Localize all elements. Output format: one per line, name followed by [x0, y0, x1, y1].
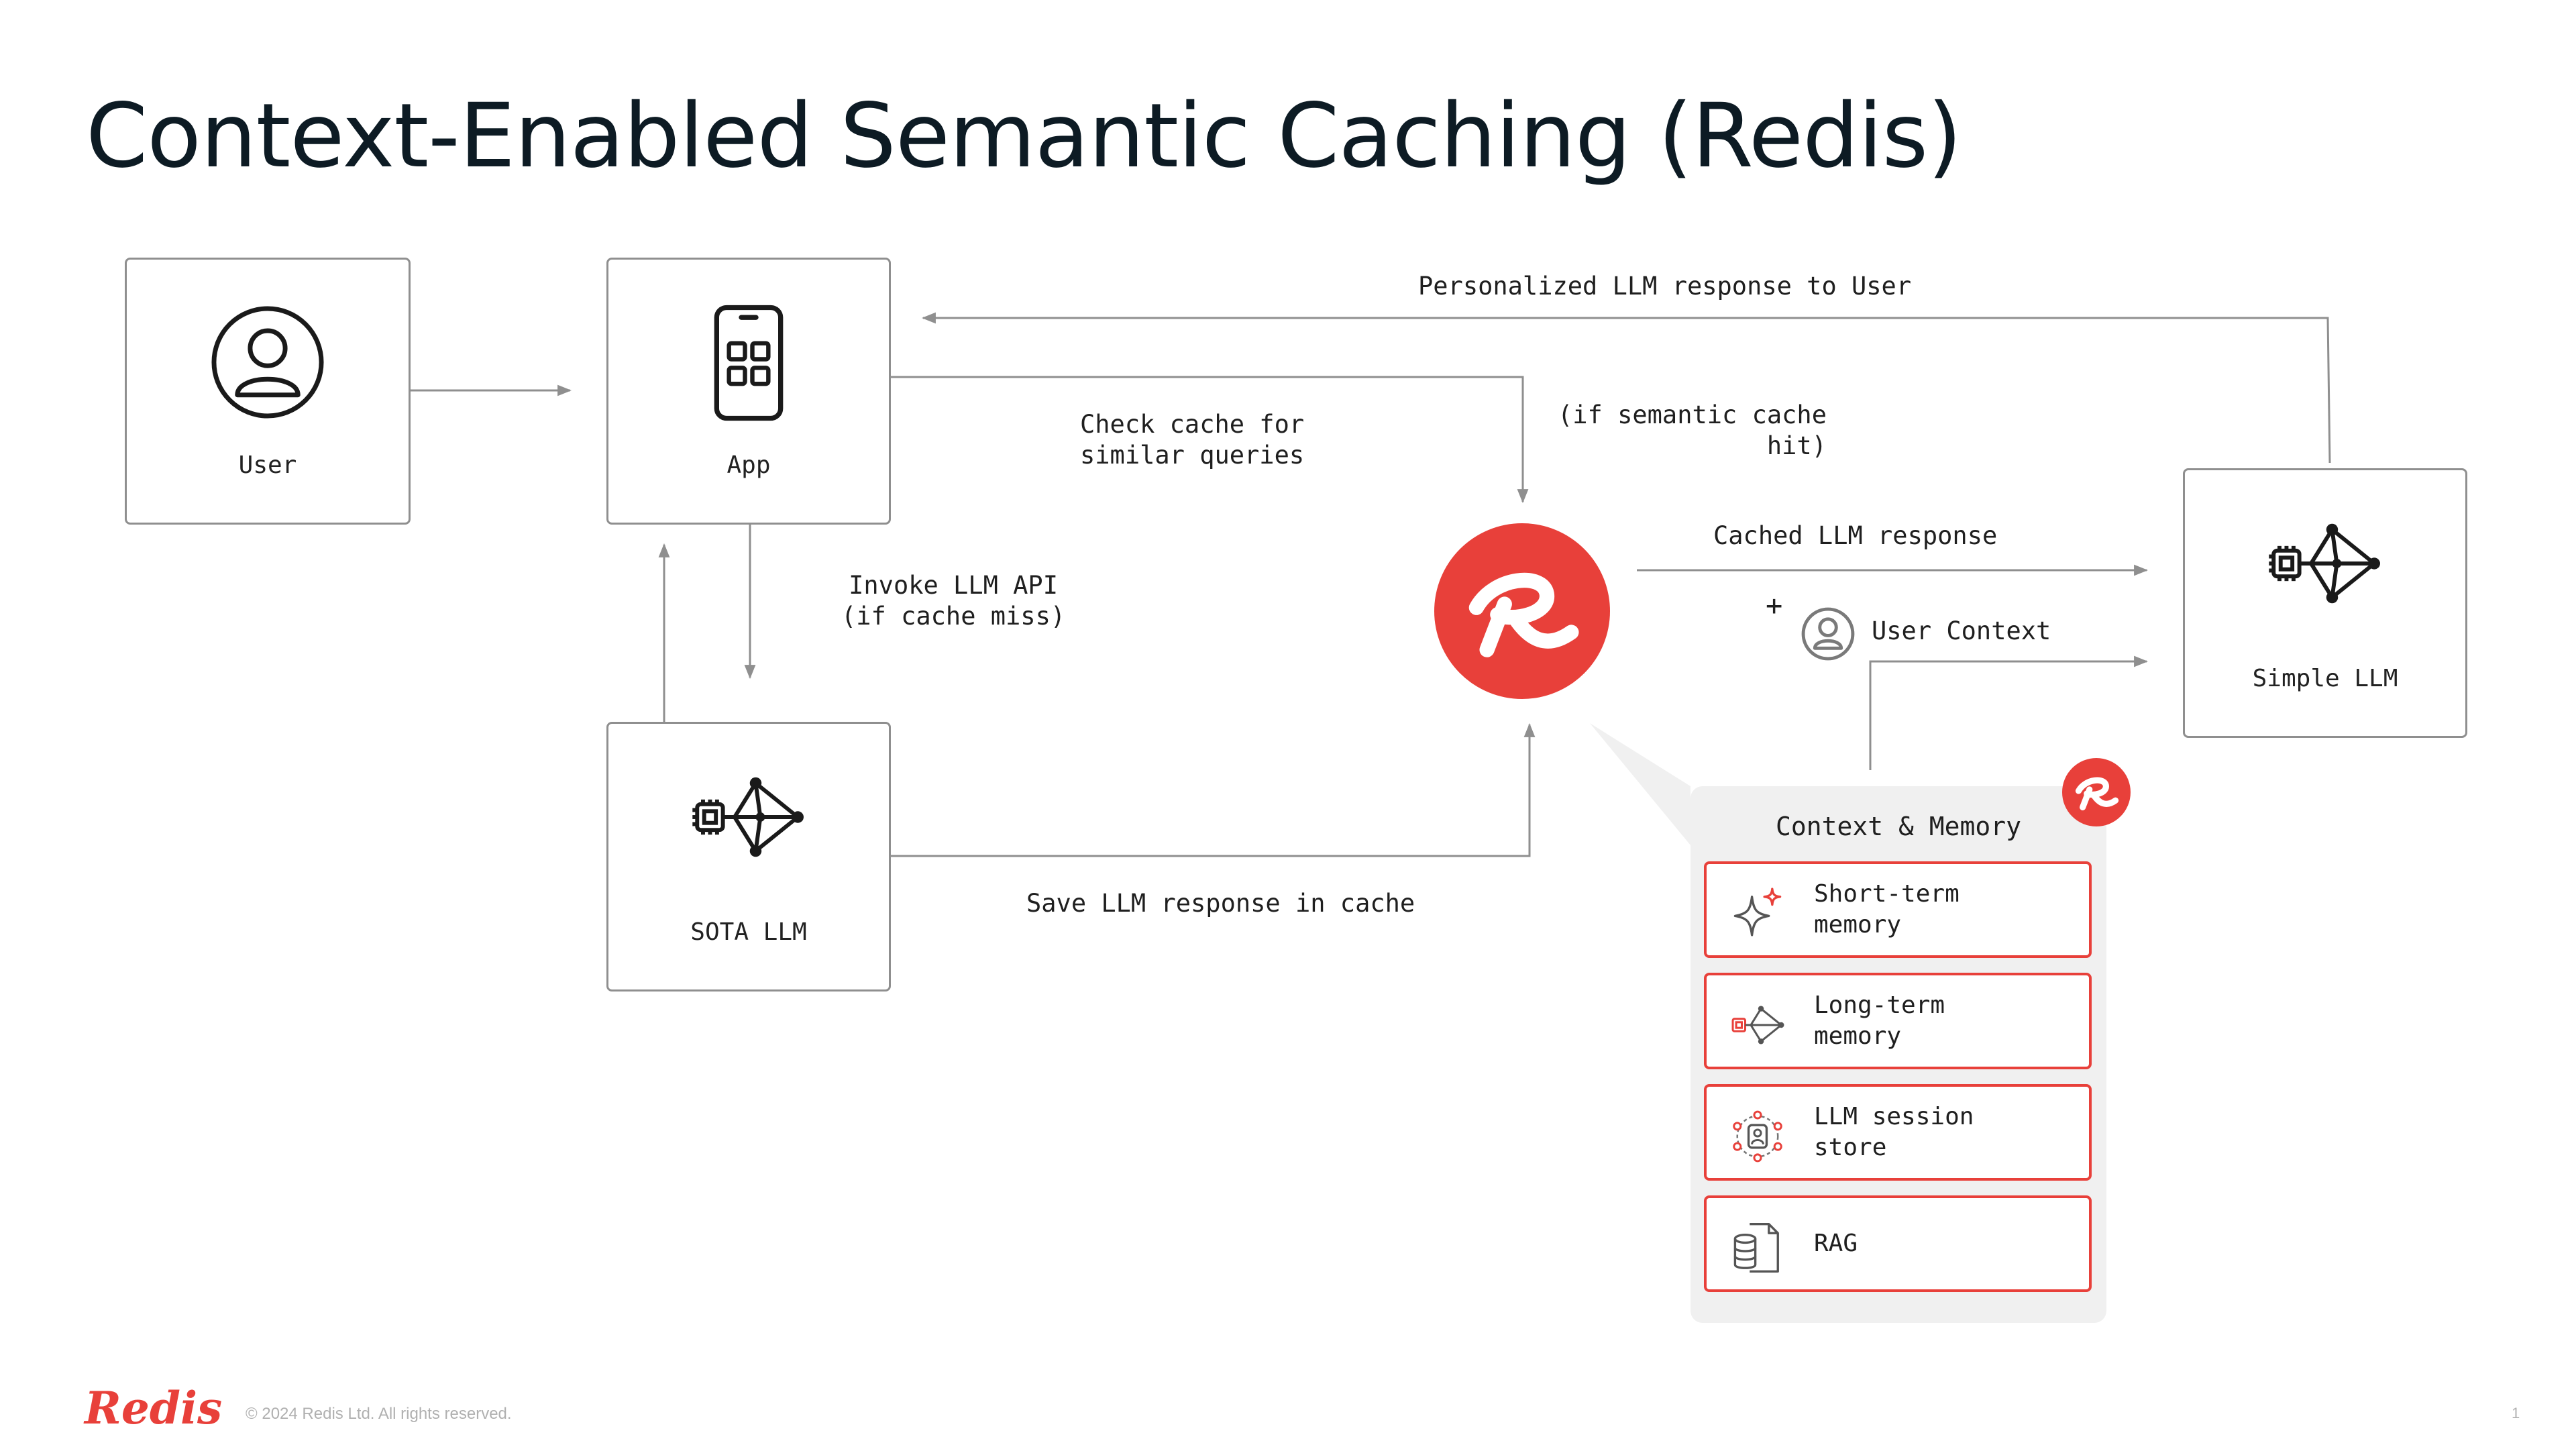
memory-item-label: Short-term memory	[1814, 880, 1960, 938]
sparkle-icon	[1733, 888, 1782, 936]
redis-cache-icon	[1434, 523, 1610, 699]
memory-item-short-term: Short-term memory	[1704, 861, 2092, 958]
database-document-icon	[1733, 1223, 1779, 1273]
smartphone-apps-icon	[714, 305, 784, 421]
label-personalized-response: Personalized LLM response to User	[1418, 272, 1912, 301]
redis-badge-icon	[2062, 758, 2131, 826]
memory-item-session-store: LLM session store	[1704, 1084, 2092, 1181]
slide-title: Context-Enabled Semantic Caching (Redis)	[86, 85, 1962, 188]
neural-chip-icon	[1731, 1006, 1784, 1044]
neural-chip-icon	[692, 777, 804, 857]
memory-item-long-term: Long-term memory	[1704, 973, 2092, 1069]
memory-item-label: LLM session store	[1814, 1103, 1974, 1161]
sota-llm-label: SOTA LLM	[690, 918, 807, 946]
label-invoke-llm: Invoke LLM API (if cache miss)	[841, 571, 1066, 631]
user-label: User	[238, 451, 297, 479]
label-plus: +	[1766, 589, 1783, 622]
label-check-cache: Check cache for similar queries	[1080, 410, 1305, 470]
arrow-context-to-simple-llm	[1869, 655, 2149, 770]
neural-chip-icon	[2269, 523, 2380, 604]
arrow-sota-to-redis	[891, 722, 1536, 857]
session-user-icon	[1733, 1110, 1782, 1163]
page-number: 1	[2512, 1405, 2520, 1421]
user-context-icon	[1801, 607, 1855, 661]
memory-item-rag: RAG	[1704, 1195, 2092, 1292]
arrow-simple-llm-to-app	[921, 312, 2331, 464]
arrow-app-to-redis	[891, 376, 1529, 504]
app-node: App	[606, 258, 891, 525]
context-memory-title: Context & Memory	[1775, 812, 2022, 841]
memory-item-label: RAG	[1814, 1230, 1858, 1257]
label-user-context: User Context	[1872, 616, 2051, 645]
user-icon	[211, 306, 324, 419]
sota-llm-node: SOTA LLM	[606, 722, 891, 991]
callout-wedge	[1590, 723, 1690, 845]
label-semantic-hit: (if semantic cache hit)	[1558, 400, 1827, 460]
redis-logo: Redis	[85, 1382, 223, 1434]
copyright-text: © 2024 Redis Ltd. All rights reserved.	[246, 1405, 512, 1423]
memory-item-label: Long-term memory	[1814, 991, 1945, 1050]
user-node: User	[125, 258, 411, 525]
app-label: App	[727, 451, 771, 479]
label-cached-response: Cached LLM response	[1713, 521, 1998, 550]
simple-llm-node: Simple LLM	[2183, 468, 2467, 738]
label-save-response: Save LLM response in cache	[1026, 889, 1415, 918]
simple-llm-label: Simple LLM	[2252, 665, 2398, 692]
